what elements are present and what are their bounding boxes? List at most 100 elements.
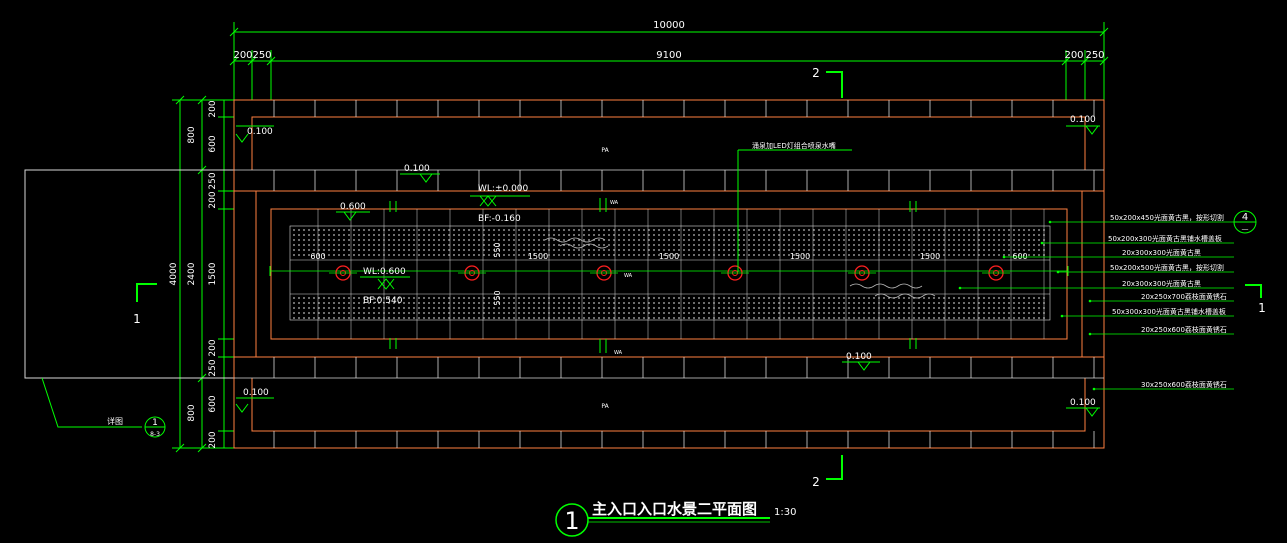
- stone-dot-561: [833, 244, 835, 246]
- stone-dot-1309: [798, 307, 800, 309]
- stone-dot-185: [463, 234, 465, 236]
- stone-dot-546: [758, 244, 760, 246]
- stone-dot-1619: [838, 317, 840, 319]
- stone-dot-248: [778, 234, 780, 236]
- stone-dot-1011: [818, 297, 820, 299]
- stone-dot-227: [673, 234, 675, 236]
- stone-dot-41: [498, 229, 500, 231]
- stone-dot-848: [758, 254, 760, 256]
- dim-top-seg-1: 200: [233, 50, 252, 61]
- stone-dot-672: [633, 249, 635, 251]
- stone-dot-1346: [983, 307, 985, 309]
- dim-left-inner-5: 1500: [208, 262, 218, 285]
- stone-dot-1066: [338, 302, 340, 304]
- stone-dot-694: [743, 249, 745, 251]
- stone-dot-1439: [693, 312, 695, 314]
- stone-dot-237: [723, 234, 725, 236]
- stone-dot-868: [858, 254, 860, 256]
- stone-dot-1605: [768, 317, 770, 319]
- stone-dot-633: [438, 249, 440, 251]
- stone-dot-854: [788, 254, 790, 256]
- stone-dot-635: [448, 249, 450, 251]
- stone-dot-697: [758, 249, 760, 251]
- stone-dot-947: [498, 297, 500, 299]
- stone-dot-1263: [568, 307, 570, 309]
- stone-dot-634: [443, 249, 445, 251]
- stone-dot-533: [693, 244, 695, 246]
- stone-dot-522: [638, 244, 640, 246]
- stone-dot-1181: [913, 302, 915, 304]
- stone-dot-219: [633, 234, 635, 236]
- stone-dot-830: [668, 254, 670, 256]
- stone-dot-220: [638, 234, 640, 236]
- stone-dot-1222: [363, 307, 365, 309]
- stone-dot-148: [1033, 229, 1035, 231]
- dim-left-outer-3: 800: [187, 404, 197, 421]
- stone-dot-1101: [513, 302, 515, 304]
- stone-dot-1281: [658, 307, 660, 309]
- stone-dot-1621: [848, 317, 850, 319]
- stone-dot-1567: [578, 317, 580, 319]
- stone-dot-142: [1003, 229, 1005, 231]
- stone-dot-604: [293, 249, 295, 251]
- stone-dot-1293: [718, 307, 720, 309]
- stone-dot-1542: [453, 317, 455, 319]
- callout-text-8: 30x250x600荔枝面黄锈石: [1141, 380, 1227, 389]
- stone-dot-907: [298, 297, 300, 299]
- stone-dot-1533: [408, 317, 410, 319]
- stone-dot-1463: [813, 312, 815, 314]
- detail-ref-left-label: 详图: [107, 416, 123, 426]
- stone-dot-1223: [368, 307, 370, 309]
- stone-dot-646: [503, 249, 505, 251]
- stone-dot-1249: [498, 307, 500, 309]
- stone-dot-232: [698, 234, 700, 236]
- stone-dot-1416: [578, 312, 580, 314]
- stone-dot-1053: [1028, 297, 1030, 299]
- stone-dot-551: [783, 244, 785, 246]
- stone-dot-795: [493, 254, 495, 256]
- stone-dot-973: [628, 297, 630, 299]
- stone-dot-153: [303, 234, 305, 236]
- stone-dot-1584: [663, 317, 665, 319]
- callout-text-7: 20x250x600荔枝面黄锈石: [1141, 325, 1227, 334]
- stone-dot-305: [308, 239, 310, 241]
- stone-dot-983: [678, 297, 680, 299]
- stone-dot-530: [678, 244, 680, 246]
- stone-dot-1423: [613, 312, 615, 314]
- stone-dot-523: [643, 244, 645, 246]
- stone-dot-1096: [488, 302, 490, 304]
- stone-dot-367: [618, 239, 620, 241]
- stone-dot-1018: [853, 297, 855, 299]
- stone-dot-1185: [933, 302, 935, 304]
- stone-dot-1503: [1013, 312, 1015, 314]
- stone-dot-994: [733, 297, 735, 299]
- stone-dot-693: [738, 249, 740, 251]
- stone-dot-152: [298, 234, 300, 236]
- stone-dot-136: [973, 229, 975, 231]
- stone-dot-896: [998, 254, 1000, 256]
- stone-dot-1647: [978, 317, 980, 319]
- stone-dot-371: [638, 239, 640, 241]
- stone-dot-747: [1008, 249, 1010, 251]
- stone-dot-706: [803, 249, 805, 251]
- stone-dot-703: [788, 249, 790, 251]
- stone-dot-266: [868, 234, 870, 236]
- stone-dot-1429: [643, 312, 645, 314]
- stone-dot-157: [323, 234, 325, 236]
- stone-dot-1276: [633, 307, 635, 309]
- stone-dot-1551: [498, 317, 500, 319]
- stone-dot-356: [563, 239, 565, 241]
- stone-dot-59: [588, 229, 590, 231]
- stone-dot-254: [808, 234, 810, 236]
- spacing-6: 600: [1012, 252, 1027, 261]
- stone-dot-982: [673, 297, 675, 299]
- stone-dot-1440: [698, 312, 700, 314]
- stone-dot-1061: [313, 302, 315, 304]
- stone-dot-564: [848, 244, 850, 246]
- stone-dot-578: [918, 244, 920, 246]
- stone-dot-881: [923, 254, 925, 256]
- stone-dot-198: [528, 234, 530, 236]
- stone-dot-1017: [848, 297, 850, 299]
- stone-dot-772: [378, 254, 380, 256]
